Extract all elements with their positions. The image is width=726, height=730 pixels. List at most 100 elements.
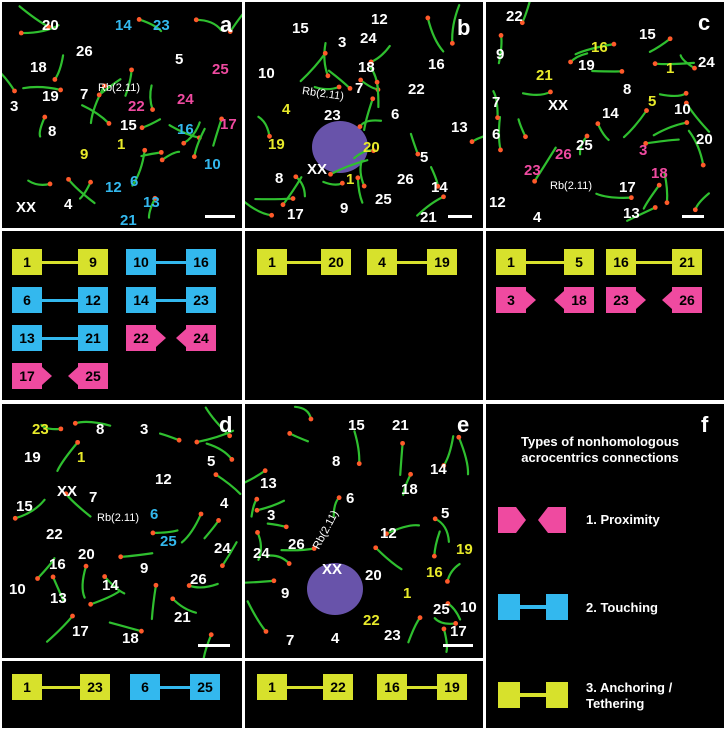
chromosome-box: 3 — [496, 287, 526, 313]
chromosome-label: 9 — [281, 585, 290, 602]
chromosome-label: 25 — [433, 601, 450, 618]
chromosome-label: 17 — [220, 116, 237, 133]
centromere-dot — [198, 511, 204, 517]
chromosome-strand — [353, 430, 361, 465]
micrograph-a — [2, 5, 242, 219]
anchoring-line — [407, 686, 437, 689]
chromosome-label: 18 — [651, 165, 668, 182]
centromere-dot — [96, 92, 102, 98]
chromosome-strand — [687, 129, 705, 167]
scale-bar — [205, 215, 235, 218]
chromosome-label: 6 — [346, 490, 355, 507]
chromosome-label: 1 — [666, 60, 675, 77]
chromosome-strand — [203, 519, 220, 540]
panel-d: 23 8 3 19 1 5 15 7 12 4 6 22 25 20 24 16… — [2, 404, 242, 658]
chromosome-box: 1 — [12, 674, 42, 700]
chromosome-strand — [255, 499, 286, 512]
centromere-dot — [293, 174, 299, 180]
legend-panel-f: f Types of nonhomologous acrocentrics co… — [486, 404, 724, 728]
chromosome-label: 7 — [89, 489, 98, 506]
chromosome-label: 26 — [555, 146, 572, 163]
chromosome-strand — [521, 2, 531, 24]
sex-chromosomes-label: XX — [322, 561, 343, 578]
centromere-dot — [262, 468, 268, 474]
chromosome-label: 13 — [260, 475, 277, 492]
chromosome-label: 9 — [340, 200, 349, 217]
chromosome-label: 16 — [428, 56, 445, 73]
chromosome-label: 6 — [150, 506, 159, 523]
panel-letter: e — [457, 412, 470, 437]
chromosome-label: 15 — [639, 26, 656, 43]
chromosome-label: 24 — [698, 54, 715, 71]
chromosome-label: 17 — [450, 623, 467, 640]
chromosome-box: 21 — [672, 249, 702, 275]
chromosome-strand — [27, 179, 52, 186]
chromosome-label: 5 — [207, 453, 216, 470]
chromosome-label: 24 — [360, 30, 377, 47]
chromosome-label: 9 — [496, 46, 505, 63]
centromere-dot — [102, 574, 108, 579]
chromosome-strand — [254, 197, 295, 201]
legend-title: Types of nonhomologous acrocentrics conn… — [521, 434, 679, 465]
centromere-dot — [63, 491, 69, 497]
centromere-dot — [435, 183, 441, 189]
centromere-dot — [445, 578, 450, 584]
connections-panel-b: 1 20 4 19 — [245, 231, 483, 400]
chromosome-label: 7 — [286, 632, 295, 649]
centromere-dot — [267, 133, 272, 139]
centromere-dot — [139, 628, 144, 634]
centromere-dot — [271, 578, 277, 584]
chromosome-label: 13 — [143, 194, 160, 211]
centromere-dot — [644, 108, 649, 113]
chromosome-label: 12 — [380, 525, 397, 542]
chromosome-label: 26 — [397, 171, 414, 188]
chromosome-box: 1 — [257, 249, 287, 275]
touching-symbol — [498, 594, 568, 620]
chromosome-strand — [521, 90, 552, 96]
chromosome-strand — [158, 432, 181, 442]
panel-b: 12 15 3 24 16 10 18 22 7 4 23 6 13 19 20… — [245, 2, 483, 228]
centromere-dot — [384, 531, 389, 537]
chromosome-strand — [245, 200, 273, 217]
centromere-dot — [308, 416, 314, 422]
chromosome-label: 10 — [460, 599, 477, 616]
centromere-dot — [229, 457, 235, 462]
centromere-dot — [129, 67, 134, 73]
chromosome-strand — [81, 104, 111, 125]
sex-chromosomes-label: XX — [548, 97, 569, 114]
chromosome-label: 9 — [80, 146, 89, 163]
centromere-dot — [355, 175, 361, 181]
chromosome-strand — [492, 90, 499, 119]
centromere-dot — [70, 613, 75, 619]
chromosome-box: 20 — [321, 249, 351, 275]
chromosome-label: 17 — [287, 206, 304, 223]
chromosome-strand — [18, 5, 50, 28]
chromosome-label: 8 — [48, 123, 57, 140]
sex-chromosomes-label: XX — [16, 199, 37, 216]
centromere-dot — [42, 114, 48, 120]
chromosome-label: 3 — [140, 421, 149, 438]
chromosome-strand — [596, 122, 610, 142]
chromosome-strand — [407, 616, 422, 644]
chromosome-strand — [375, 81, 380, 109]
chromosome-label: 16 — [426, 564, 443, 581]
proximity-arrow-right — [636, 291, 646, 309]
scale-bar — [198, 644, 230, 647]
centromere-dot — [519, 20, 525, 26]
chromosome-strand — [36, 557, 56, 580]
centromere-dot — [431, 553, 437, 559]
chromosome-label: 8 — [275, 170, 284, 187]
centromere-dot — [357, 124, 363, 130]
chromosome-label: 14 — [115, 17, 132, 34]
centromere-dot — [191, 154, 197, 160]
centromere-dot — [139, 125, 145, 131]
robertsonian-label: Rb(2.11) — [550, 180, 592, 192]
chromosome-label: 15 — [348, 417, 365, 434]
centromere-dot — [286, 561, 292, 566]
centromere-dot — [176, 437, 182, 443]
centromere-dot — [142, 147, 148, 153]
chromosome-label: 1 — [77, 449, 86, 466]
chromosome-strand — [138, 18, 163, 33]
chromosome-label: 12 — [105, 179, 122, 196]
centromere-dot — [50, 574, 56, 580]
